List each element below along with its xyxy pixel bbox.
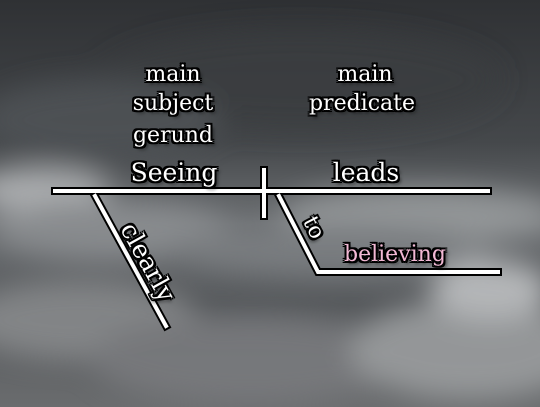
subject-label-gerund: gerund: [132, 123, 214, 148]
subject-label-main: main: [145, 62, 201, 87]
predicate-label-predicate: predicate: [308, 91, 416, 116]
prepositional-phrase-line: [276, 193, 500, 274]
predicate-word: leads: [332, 158, 400, 187]
predicate-label-main: main: [337, 62, 393, 87]
object-word: believing: [344, 242, 446, 267]
modifier-line: [92, 193, 169, 329]
subject-label-subject: subject: [132, 91, 214, 116]
subject-word: Seeing: [130, 158, 218, 187]
